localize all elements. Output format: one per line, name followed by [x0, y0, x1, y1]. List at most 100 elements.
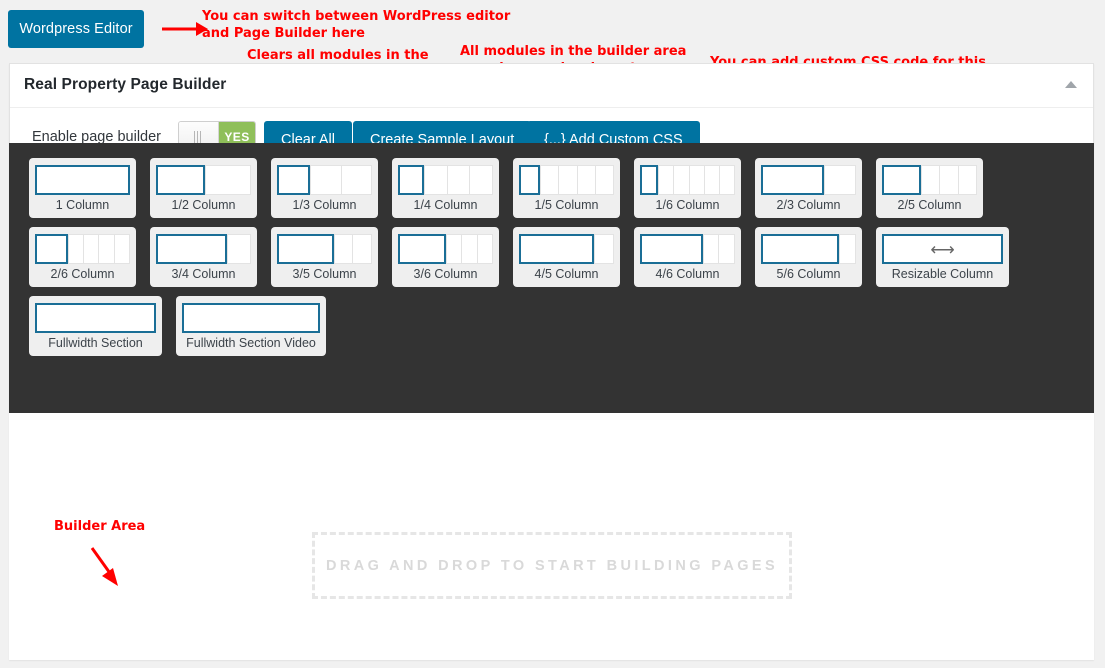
modules-tray: 1 Column 1/2 Column 1/3 Column 1/4 Column 1/…: [9, 143, 1094, 413]
segment: [114, 234, 130, 264]
module-label: 4/6 Column: [655, 267, 720, 281]
segment: [226, 234, 251, 264]
module-tile[interactable]: 1/4 Column: [392, 158, 499, 218]
segment-highlighted: [640, 165, 659, 195]
segment: [470, 165, 493, 195]
segment-highlighted: [519, 234, 595, 264]
module-tile[interactable]: 2/3 Column: [755, 158, 862, 218]
module-label: 1/5 Column: [534, 198, 599, 212]
module-preview: [156, 234, 251, 264]
segment: [719, 234, 736, 264]
annotation-wp-editor: You can switch between WordPress editor …: [202, 9, 511, 41]
segment: [704, 165, 720, 195]
segment: [958, 165, 978, 195]
segment-highlighted: [519, 165, 541, 195]
module-tile[interactable]: ⟷ Resizable Column: [876, 227, 1009, 287]
module-label: 2/6 Column: [50, 267, 115, 281]
segment: [353, 234, 372, 264]
module-preview: [640, 234, 736, 264]
segment-highlighted: [156, 234, 227, 264]
triangle-up-icon[interactable]: [1065, 81, 1077, 88]
module-preview: [156, 165, 251, 195]
module-tile[interactable]: 1 Column: [29, 158, 136, 218]
module-preview: [519, 165, 615, 195]
module-tile[interactable]: 3/6 Column: [392, 227, 499, 287]
segment: [341, 165, 372, 195]
module-label: Fullwidth Section: [48, 336, 143, 350]
segment: [719, 165, 736, 195]
module-tile[interactable]: 1/2 Column: [150, 158, 257, 218]
wordpress-editor-button[interactable]: Wordpress Editor: [8, 10, 144, 48]
segment: [540, 165, 560, 195]
module-label: 1/2 Column: [171, 198, 236, 212]
module-tile[interactable]: 2/6 Column: [29, 227, 136, 287]
segment-highlighted: [182, 303, 320, 333]
modules-row-1: 1 Column 1/2 Column 1/3 Column 1/4 Column 1/…: [29, 158, 1094, 218]
module-preview: [35, 303, 156, 333]
segment: [99, 234, 115, 264]
module-preview: [882, 165, 978, 195]
segment: [447, 165, 471, 195]
module-preview: [519, 234, 614, 264]
segment-highlighted: [882, 165, 921, 195]
segment: [577, 165, 596, 195]
segment-highlighted: [761, 234, 840, 264]
segment: [689, 165, 705, 195]
module-label: Resizable Column: [891, 267, 994, 281]
module-label: 2/3 Column: [776, 198, 841, 212]
segment: [658, 165, 675, 195]
segment: [462, 234, 478, 264]
module-tile[interactable]: 4/6 Column: [634, 227, 741, 287]
segment: [423, 165, 448, 195]
module-preview: [277, 234, 372, 264]
page-title: Real Property Page Builder: [24, 76, 227, 93]
module-preview: [761, 165, 856, 195]
segment: [920, 165, 941, 195]
panel-header: Real Property Page Builder: [10, 64, 1093, 108]
module-label: 1 Column: [55, 198, 110, 212]
segment-highlighted: [277, 165, 311, 195]
module-preview: [398, 165, 493, 195]
module-preview: ⟷: [882, 234, 1003, 264]
segment-highlighted: [35, 234, 68, 264]
segment: [940, 165, 959, 195]
module-label: 1/4 Column: [413, 198, 478, 212]
module-preview: [35, 165, 130, 195]
module-preview: [761, 234, 856, 264]
module-tile[interactable]: 2/5 Column: [876, 158, 983, 218]
segment: [559, 165, 578, 195]
annotation-arrow-wp-editor: [162, 22, 208, 36]
module-preview: [640, 165, 736, 195]
module-tile[interactable]: 1/3 Column: [271, 158, 378, 218]
module-tile[interactable]: 4/5 Column: [513, 227, 620, 287]
segment: [204, 165, 251, 195]
module-tile[interactable]: 1/6 Column: [634, 158, 741, 218]
segment: [333, 234, 354, 264]
segment: [445, 234, 462, 264]
module-preview: [35, 234, 130, 264]
segment-highlighted: [640, 234, 703, 264]
segment: [702, 234, 720, 264]
builder-area[interactable]: DRAG AND DROP TO START BUILDING PAGES: [9, 413, 1094, 660]
segment-highlighted: [761, 165, 825, 195]
enable-page-builder-label: Enable page builder: [32, 129, 161, 145]
segment-highlighted: [398, 165, 424, 195]
segment: [84, 234, 100, 264]
module-tile[interactable]: Fullwidth Section Video: [176, 296, 326, 356]
segment: [595, 165, 615, 195]
module-tile[interactable]: 3/5 Column: [271, 227, 378, 287]
module-tile[interactable]: 5/6 Column: [755, 227, 862, 287]
module-preview: [182, 303, 320, 333]
segment: [310, 165, 342, 195]
dropzone[interactable]: DRAG AND DROP TO START BUILDING PAGES: [312, 532, 792, 599]
segment: [839, 234, 856, 264]
dropzone-label: DRAG AND DROP TO START BUILDING PAGES: [325, 557, 779, 574]
module-tile[interactable]: 3/4 Column: [150, 227, 257, 287]
module-tile[interactable]: Fullwidth Section: [29, 296, 162, 356]
module-label: 3/6 Column: [413, 267, 478, 281]
module-label: 1/6 Column: [655, 198, 720, 212]
module-tile[interactable]: 1/5 Column: [513, 158, 620, 218]
resize-horizontal-icon: ⟷: [882, 234, 1003, 264]
module-label: 2/5 Column: [897, 198, 962, 212]
